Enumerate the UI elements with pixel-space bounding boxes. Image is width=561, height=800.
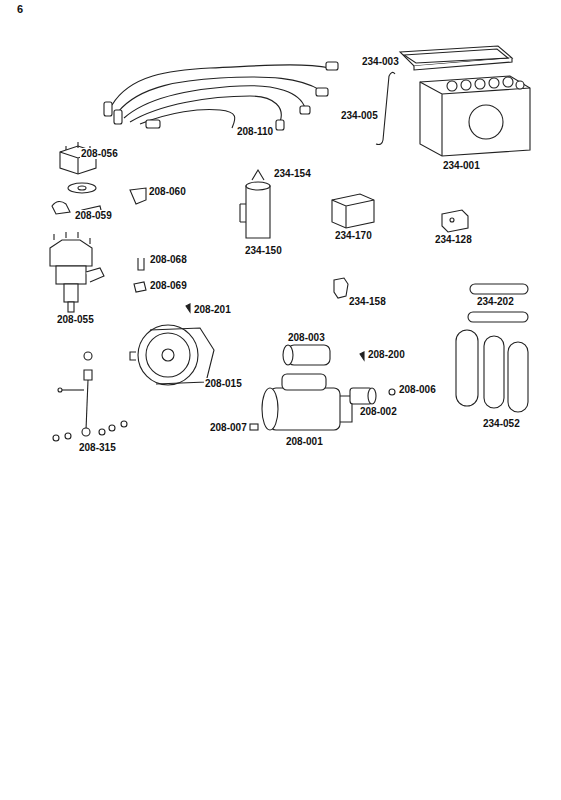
callout-number: 208-200 [367, 349, 406, 360]
callout-number: 208-201 [193, 304, 232, 315]
callout-number: 208-003 [287, 332, 326, 343]
callout-number: 208-006 [398, 384, 437, 395]
battery [420, 76, 530, 156]
ignition-leads [104, 62, 338, 130]
callout-number: 234-150 [244, 245, 283, 256]
regulator [442, 210, 468, 232]
callout-number: 208-315 [78, 442, 117, 453]
callout-number: 208-059 [74, 210, 113, 221]
small-parts [52, 183, 364, 360]
callout-number: 234-001 [442, 160, 481, 171]
lens-strips [468, 284, 528, 322]
callout-number: 208-110 [236, 126, 274, 137]
callout-number: 234-005 [340, 110, 379, 121]
callout-number: 234-052 [482, 418, 521, 429]
battery-lid [400, 46, 512, 70]
callout-number: 208-007 [209, 422, 248, 433]
callout-number: 208-002 [359, 406, 398, 417]
callout-number: 234-154 [273, 168, 312, 179]
callout-number: 234-202 [476, 296, 515, 307]
starter-motor [262, 374, 352, 430]
callout-number: 208-015 [204, 378, 243, 389]
callout-number: 234-158 [348, 296, 387, 307]
alternator [130, 325, 214, 385]
drive-pinion [350, 388, 395, 404]
ignition-coil [240, 170, 270, 238]
callout-number: 234-003 [361, 56, 400, 67]
callout-number: 208-056 [80, 148, 119, 159]
callout-number: 208-055 [56, 314, 95, 325]
callout-number: 234-170 [334, 230, 373, 241]
distributor [50, 232, 104, 312]
battery-rod [376, 72, 395, 144]
page-number: 6 [16, 4, 24, 15]
callout-number: 208-069 [149, 280, 188, 291]
linkage [53, 352, 127, 441]
solenoid [283, 345, 330, 365]
lamp-gasket [456, 330, 528, 412]
callout-number: 208-001 [285, 436, 324, 447]
callout-number: 208-060 [148, 186, 187, 197]
plug-connector [334, 278, 348, 298]
relay [332, 194, 374, 228]
callout-number: 208-068 [149, 254, 188, 265]
bush [250, 424, 258, 430]
callout-number: 234-128 [434, 234, 473, 245]
